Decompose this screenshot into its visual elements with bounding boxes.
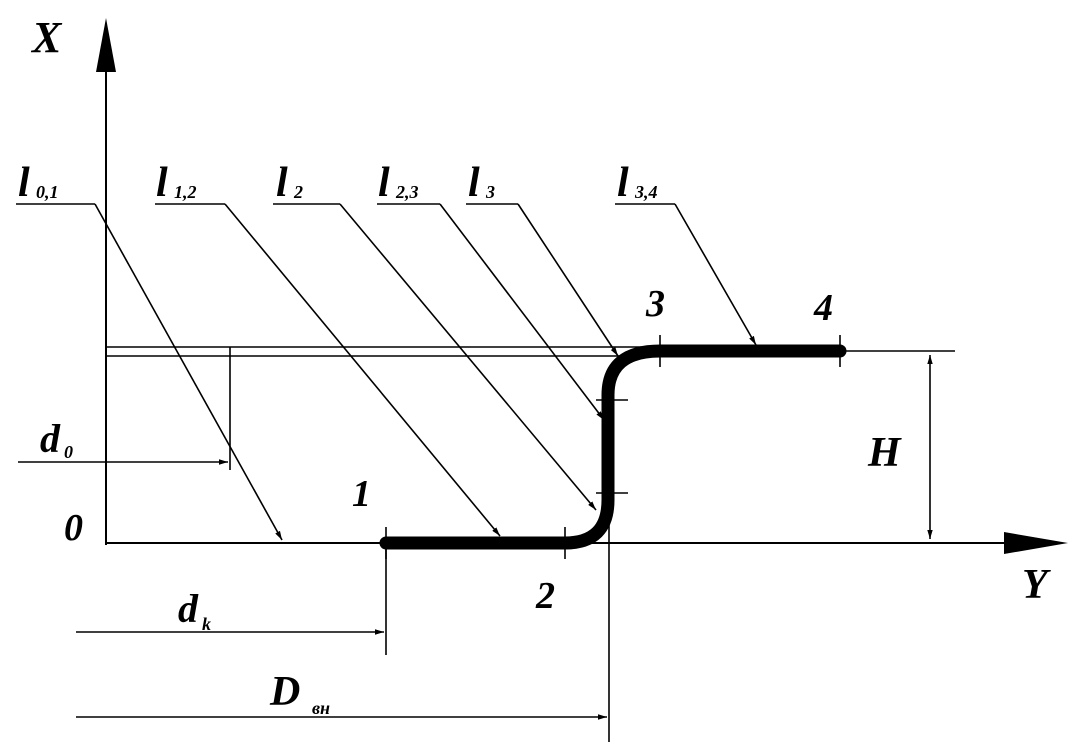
label-l3-main: l (468, 160, 480, 206)
label-l34-main: l (617, 160, 629, 206)
point-1-label: 1 (352, 473, 371, 515)
dimension-d0: d 0 (18, 416, 228, 465)
y-axis-label: Y (1022, 562, 1051, 608)
dk-sub: k (202, 614, 211, 634)
label-l2-sub: 2 (293, 182, 303, 202)
label-l23-sub: 2,3 (395, 182, 419, 202)
point-3-label: 3 (645, 283, 665, 325)
dvn-sub: вн (312, 698, 330, 718)
dimension-dvn: D вн (76, 669, 607, 720)
x-axis-label: X (30, 13, 63, 62)
profile-curve (379, 344, 847, 550)
label-l23: l 2,3 (378, 160, 419, 206)
point-4-label: 4 (813, 287, 833, 329)
d0-main: d (40, 416, 61, 461)
label-l12-sub: 1,2 (174, 182, 197, 202)
label-l34-sub: 3,4 (634, 182, 658, 202)
point-2-label: 2 (535, 575, 555, 617)
leader-l12 (155, 203, 501, 537)
height-label: H (867, 430, 902, 476)
leader-l23 (377, 203, 605, 421)
d0-sub: 0 (64, 442, 73, 462)
profile-ticks (385, 335, 841, 559)
label-l12: l 1,2 (156, 160, 197, 206)
reference-lines (106, 346, 955, 544)
label-l3-sub: 3 (485, 182, 495, 202)
label-l3: l 3 (468, 160, 495, 206)
dvn-main: D (269, 669, 300, 715)
label-l01-sub: 0,1 (36, 182, 59, 202)
label-l01: l 0,1 (18, 160, 59, 206)
label-l23-main: l (378, 160, 390, 206)
origin-label: 0 (64, 507, 83, 549)
label-l2: l 2 (276, 160, 303, 206)
x-axis (96, 18, 116, 545)
leader-l01 (16, 203, 283, 541)
leader-l2 (273, 203, 597, 511)
label-l2-main: l (276, 160, 288, 206)
label-l01-main: l (18, 160, 30, 206)
dimension-height: H (867, 355, 933, 539)
label-l12-main: l (156, 160, 168, 206)
leader-l3 (466, 203, 619, 357)
dk-main: d (178, 586, 199, 631)
dimension-dk: d k (76, 586, 384, 635)
leader-l34 (615, 203, 757, 346)
label-l34: l 3,4 (617, 160, 658, 206)
